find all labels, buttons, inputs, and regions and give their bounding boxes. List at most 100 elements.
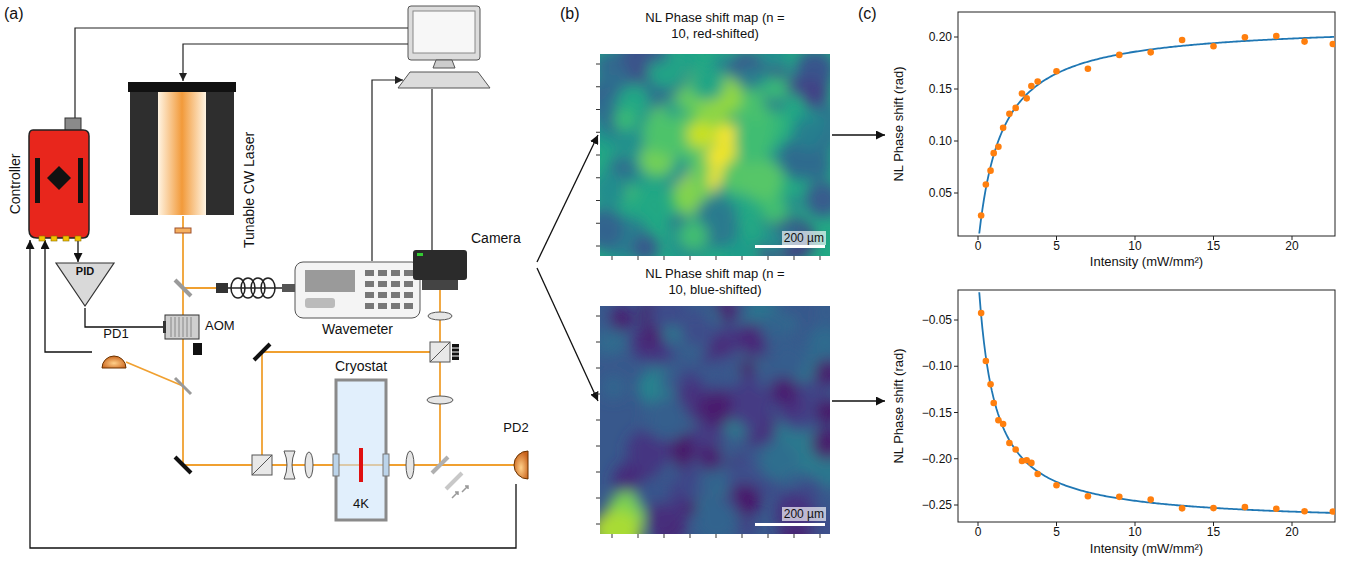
tick-label-holder: 10 — [1105, 238, 1165, 254]
data-point — [1301, 38, 1308, 45]
laser-glow — [158, 92, 206, 215]
tick-label-holder: 10 — [1105, 524, 1165, 540]
data-point — [1147, 49, 1154, 56]
beam-block — [452, 344, 459, 360]
text-holder: Intensity (mW/mm²) — [958, 541, 1335, 557]
cryostat: Cryostat 4K — [330, 358, 392, 522]
beam — [183, 287, 216, 289]
beam — [126, 362, 183, 386]
computer-stand — [433, 60, 455, 68]
convex-lens — [427, 396, 453, 404]
tick-label: 0.05 — [929, 186, 952, 200]
map-blob — [695, 499, 739, 534]
computer-keyboard — [398, 72, 490, 88]
beam-block-stripe — [452, 348, 459, 349]
axis-title: Intensity (mW/mm²) — [1090, 541, 1203, 556]
text-holder: PID — [55, 265, 115, 278]
tick-label-holder: 0 — [948, 524, 1008, 540]
flip-mirror — [432, 457, 448, 473]
tick-label-holder: −0.15 — [892, 405, 952, 421]
plot: NL Phase shift (rad)Intensity (mW/mm²) — [885, 282, 1345, 560]
map-frame — [596, 316, 825, 538]
data-point — [1210, 505, 1217, 512]
map-blobs — [600, 54, 830, 256]
text-holder: NL Phase shift (rad) — [891, 66, 907, 181]
map-blobs — [600, 306, 830, 534]
beam-dump — [193, 343, 202, 355]
tick-label-holder: 5 — [1027, 238, 1087, 254]
map-tick — [794, 534, 795, 538]
map-tick — [742, 534, 743, 538]
wire — [75, 28, 408, 118]
map-blob — [759, 441, 800, 482]
text-holder: 4K — [336, 496, 386, 512]
data-point — [1006, 440, 1013, 447]
cryostat-window — [333, 454, 339, 476]
wavemeter-key — [391, 303, 400, 309]
controller-chip — [47, 166, 71, 190]
data-point — [990, 400, 997, 407]
text-holder: Wavemeter — [293, 321, 422, 338]
flip-arrow — [462, 486, 468, 492]
text-holder: Tunable CW Laser — [241, 132, 258, 248]
wire — [431, 89, 432, 250]
aom-fin — [179, 317, 180, 337]
text-holder: PD1 — [92, 326, 140, 342]
map-tick — [596, 394, 600, 395]
y-tick — [954, 193, 958, 194]
map-blob — [610, 307, 634, 331]
y-tick — [954, 458, 958, 459]
tick-label-holder: 0.15 — [892, 81, 952, 97]
map-blob — [696, 485, 712, 501]
data-point — [983, 181, 990, 188]
map-tick — [596, 200, 600, 201]
wavemeter-key — [365, 270, 374, 276]
map-tick — [596, 132, 600, 133]
photodiode: PD1 — [92, 326, 140, 368]
text-holder: 200 µm — [748, 507, 826, 521]
wavemeter-key — [404, 270, 413, 276]
scale-label: 200 µm — [782, 507, 826, 521]
beam-block-stripe — [452, 352, 459, 353]
fit-curve — [979, 37, 1334, 234]
fiber-connector — [282, 284, 295, 292]
scale-label: 200 µm — [782, 231, 826, 245]
map-blob — [737, 518, 755, 534]
text-holder: Cryostat — [330, 358, 392, 375]
map-blob — [739, 360, 756, 377]
data-point — [1330, 41, 1335, 48]
wire — [372, 80, 403, 261]
map-blob — [698, 445, 724, 471]
camera-body — [413, 250, 467, 280]
fiber-coil — [228, 278, 282, 298]
signal-wires — [75, 28, 432, 261]
tick-label-holder: 15 — [1184, 524, 1244, 540]
map-blob — [698, 391, 734, 427]
fiber-loop — [261, 278, 275, 298]
panel-letter-holder: (c) — [858, 6, 877, 22]
data-point — [1034, 471, 1041, 478]
fiber-coupler — [216, 283, 228, 293]
cube-diagonal — [430, 342, 450, 362]
map-frame — [596, 64, 825, 260]
wavemeter-key — [404, 292, 413, 298]
tick-label: 10 — [1128, 525, 1141, 539]
tick-label: 0 — [975, 239, 982, 253]
data-point — [1085, 493, 1092, 500]
map-blob — [731, 388, 771, 428]
device-label: PD2 — [503, 420, 528, 435]
map-tick — [596, 177, 600, 178]
map-tick — [742, 256, 743, 260]
tick-label-holder: 5 — [1027, 524, 1087, 540]
photodiode — [102, 356, 126, 368]
tick-label: −0.20 — [922, 452, 952, 466]
flip-mirror — [446, 473, 462, 489]
data-point — [1179, 505, 1186, 512]
phase-map: NL Phase shift map (n = 10, blue-shifted… — [598, 266, 832, 536]
map-blob — [765, 78, 788, 101]
text-holder: PD2 — [490, 420, 542, 436]
map-blob — [644, 397, 688, 441]
wavemeter-key — [404, 281, 413, 287]
map-blob — [600, 173, 627, 209]
convex-lens — [305, 452, 313, 478]
